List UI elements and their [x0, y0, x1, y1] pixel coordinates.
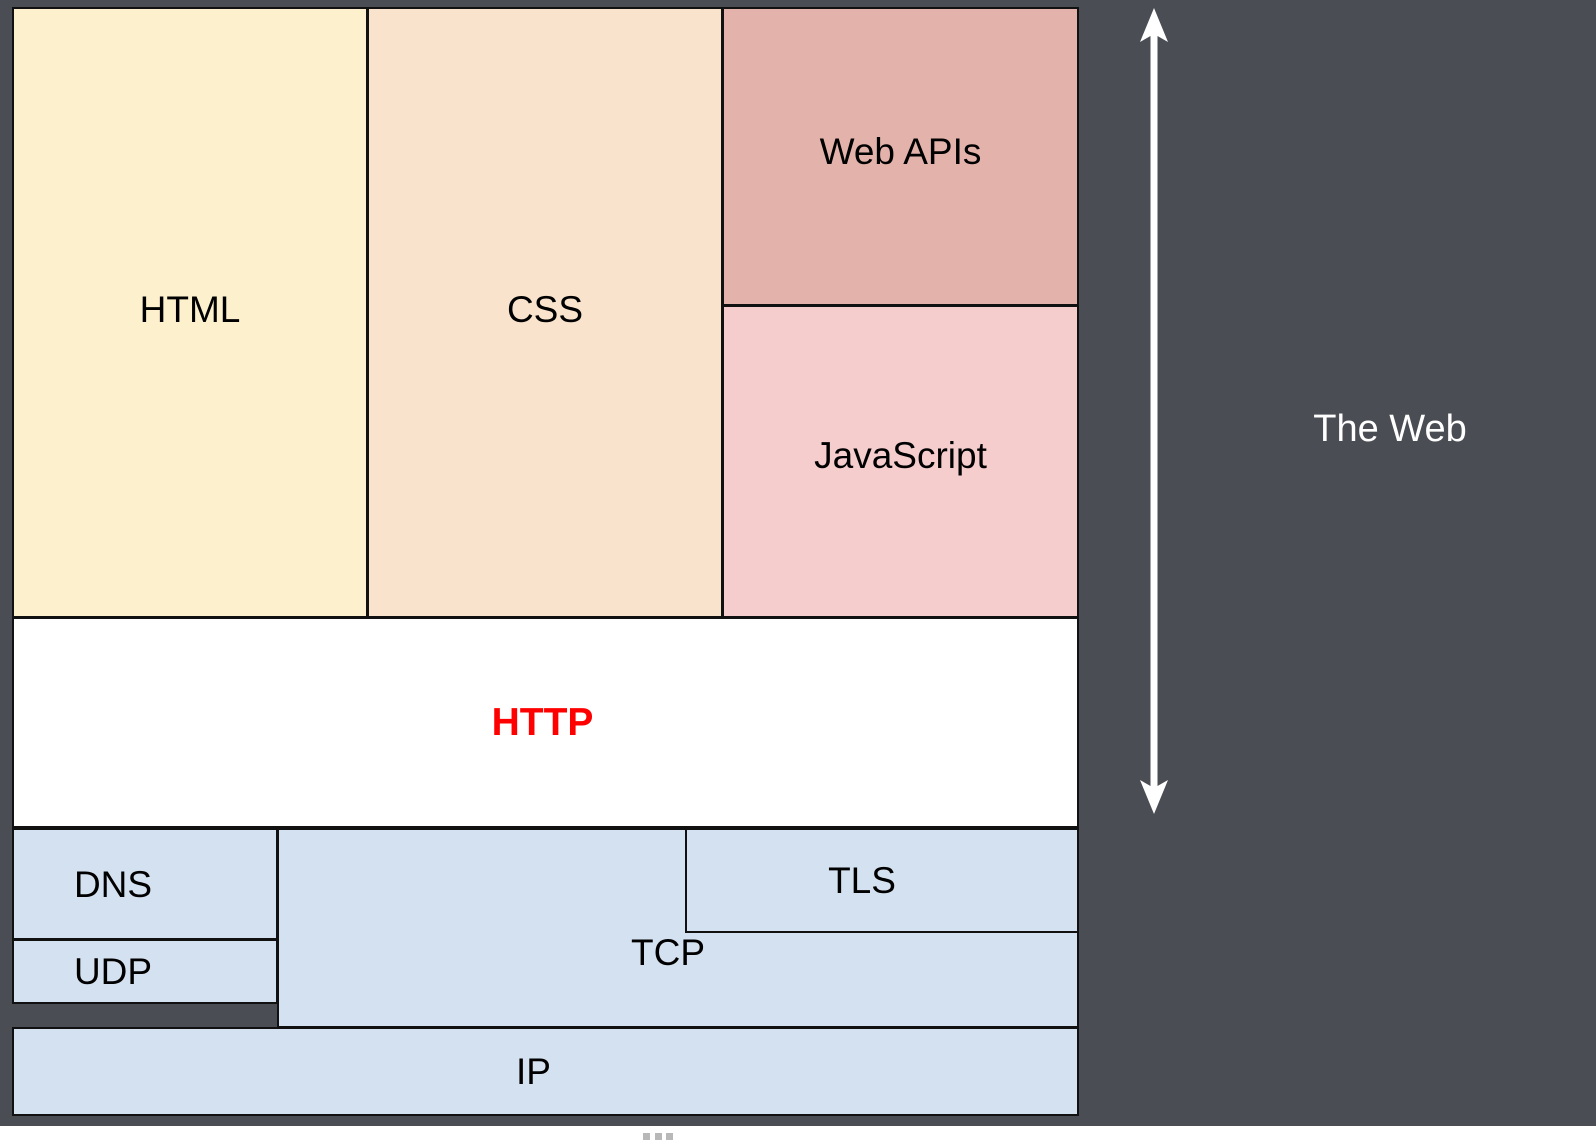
- double-headed-vertical-arrow-icon: [1140, 8, 1168, 814]
- diagram-box-dns-label: DNS: [73, 863, 153, 905]
- diagram-box-html[interactable]: HTML: [12, 7, 368, 618]
- diagram-box-javascript-label: JavaScript: [814, 435, 987, 476]
- diagram-box-javascript[interactable]: JavaScript: [722, 305, 1079, 618]
- diagram-box-ip-label: IP: [516, 1051, 551, 1092]
- diagram-box-http-label: HTTP: [491, 701, 594, 744]
- resize-grip-dot: [643, 1133, 650, 1140]
- diagram-box-udp-label: UDP: [73, 951, 153, 992]
- diagram-box-html-label: HTML: [139, 289, 241, 330]
- scope-label: The Web: [1313, 408, 1467, 450]
- diagram-box-web-apis[interactable]: Web APIs: [722, 7, 1079, 306]
- diagram-box-tls-label: TLS: [828, 860, 896, 901]
- diagram-box-dns[interactable]: DNS: [12, 828, 278, 940]
- diagram-box-udp[interactable]: UDP: [12, 939, 278, 1004]
- diagram-box-ip[interactable]: IP: [12, 1027, 1079, 1116]
- resize-grip-dot: [666, 1133, 673, 1140]
- diagram-box-tls[interactable]: TLS: [685, 828, 1079, 933]
- resize-grip-dots-icon[interactable]: [643, 1133, 673, 1140]
- diagram-box-tcp-label: TCP: [631, 932, 705, 973]
- resize-grip-dot: [654, 1133, 662, 1140]
- diagram-box-css[interactable]: CSS: [367, 7, 723, 618]
- diagram-box-http[interactable]: HTTP: [12, 617, 1079, 828]
- diagram-box-web-apis-label: Web APIs: [819, 131, 982, 172]
- diagram-box-css-label: CSS: [506, 289, 584, 330]
